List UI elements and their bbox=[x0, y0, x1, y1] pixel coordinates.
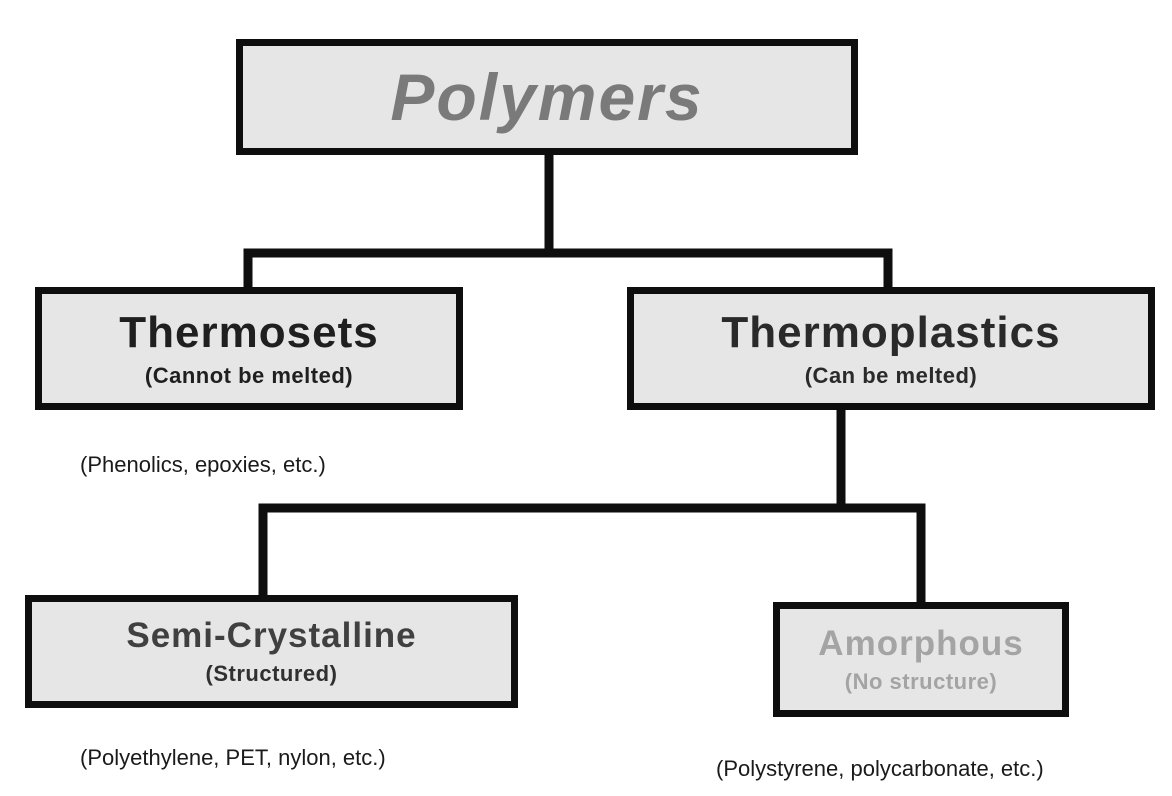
node-thermoplastics: Thermoplastics (Can be melted) bbox=[627, 287, 1155, 410]
node-amorphous-subtitle: (No structure) bbox=[844, 669, 998, 694]
node-semi-crystalline: Semi-Crystalline (Structured) bbox=[25, 595, 518, 708]
node-polymers-title: Polymers bbox=[390, 60, 704, 134]
semi-crystalline-examples: (Polyethylene, PET, nylon, etc.) bbox=[80, 745, 386, 770]
node-thermoplastics-title: Thermoplastics bbox=[721, 307, 1061, 357]
node-polymers: Polymers bbox=[236, 39, 858, 155]
amorphous-examples: (Polystyrene, polycarbonate, etc.) bbox=[716, 756, 1044, 781]
node-thermosets: Thermosets (Cannot be melted) bbox=[35, 287, 463, 410]
node-semi-crystalline-subtitle: (Structured) bbox=[205, 661, 338, 686]
node-thermosets-subtitle: (Cannot be melted) bbox=[144, 362, 354, 388]
node-thermoplastics-subtitle: (Can be melted) bbox=[804, 362, 978, 388]
node-amorphous-title: Amorphous bbox=[818, 624, 1024, 663]
node-amorphous: Amorphous (No structure) bbox=[773, 602, 1069, 717]
node-semi-crystalline-title: Semi-Crystalline bbox=[126, 616, 417, 655]
thermosets-examples: (Phenolics, epoxies, etc.) bbox=[80, 452, 326, 477]
node-thermosets-title: Thermosets bbox=[119, 307, 379, 357]
